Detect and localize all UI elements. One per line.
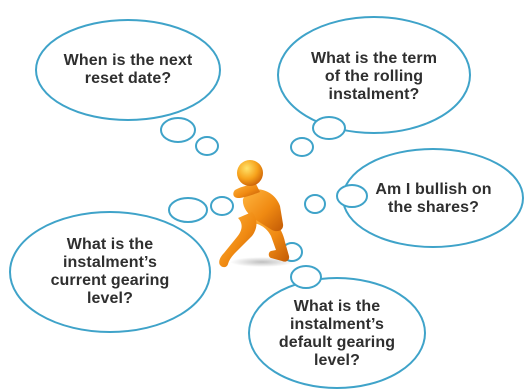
thought-text-bullish: Am I bullish on the shares?: [375, 181, 492, 216]
thinking-person-icon: [219, 160, 294, 268]
trail-dot-default-gearing-1: [290, 265, 322, 289]
trail-dot-bullish-1: [336, 184, 368, 208]
thought-bubble-current-gearing: [9, 211, 211, 333]
trail-dot-rolling-term-2: [290, 137, 314, 157]
thought-bubble-rolling-term: [277, 16, 471, 134]
thought-bubble-default-gearing: [248, 277, 426, 389]
thought-text-current-gearing: What is the instalment’s current gearing…: [50, 236, 170, 307]
trail-dot-reset-date-1: [160, 117, 196, 143]
thought-text-reset-date: When is the next reset date?: [63, 52, 193, 87]
trail-dot-bullish-2: [304, 194, 326, 214]
trail-dot-reset-date-2: [195, 136, 219, 156]
trail-dot-current-gearing-2: [210, 196, 234, 216]
trail-dot-current-gearing-1: [168, 197, 208, 223]
thought-text-rolling-term: What is the term of the rolling instalme…: [310, 50, 438, 103]
thought-text-default-gearing: What is the instalment’s default gearing…: [278, 298, 396, 369]
thought-bubble-reset-date: [35, 19, 221, 121]
trail-dot-rolling-term-1: [312, 116, 346, 140]
